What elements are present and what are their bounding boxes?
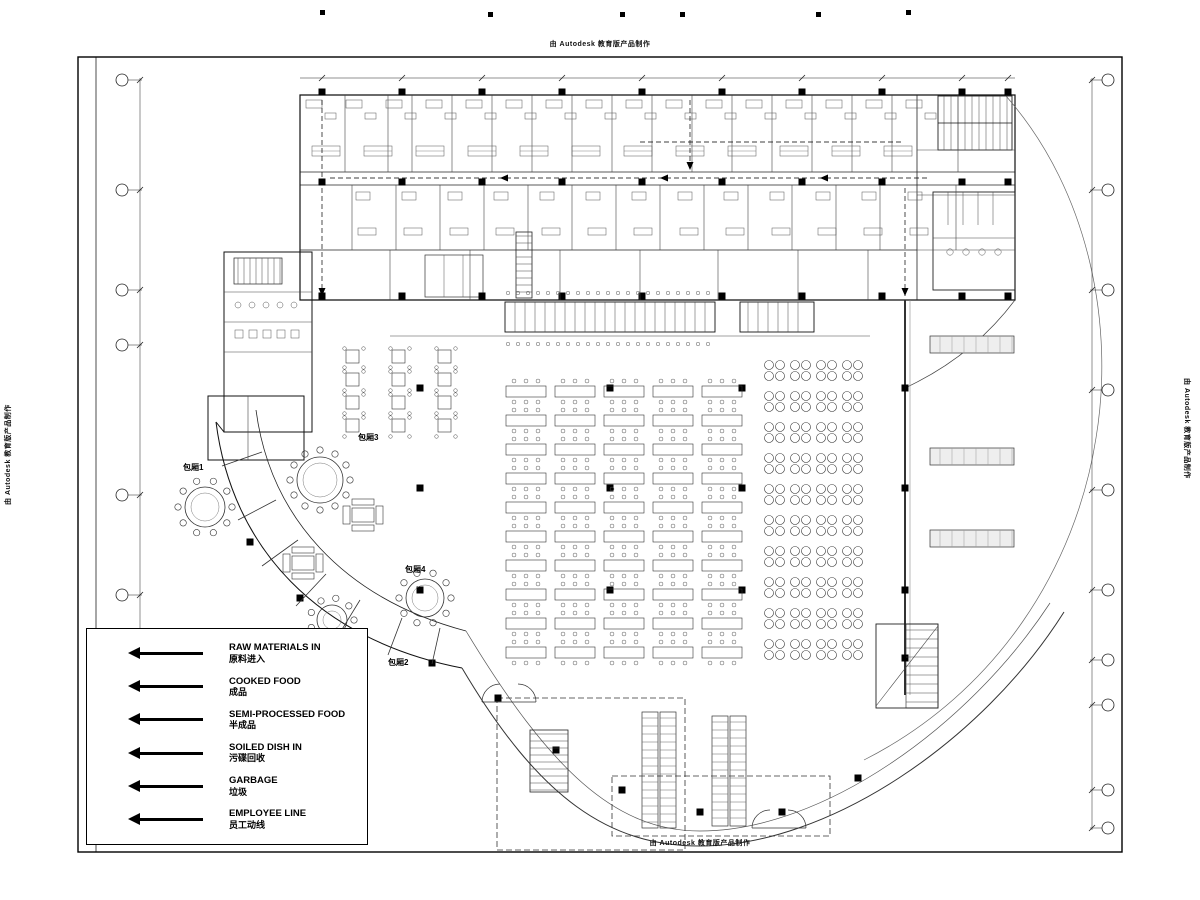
legend-label-en: SOILED DISH IN <box>229 741 302 753</box>
room-label-1: 包厢1 <box>183 463 204 472</box>
legend-label-zh: 污碟回收 <box>229 753 266 764</box>
bench-tables <box>929 335 1015 548</box>
legend-label-en: SEMI-PROCESSED FOOD <box>229 708 346 720</box>
restroom-fixtures <box>224 192 1015 353</box>
legend-label-zh: 员工动线 <box>229 819 266 830</box>
dashed-zone-boundaries <box>496 697 831 851</box>
legend-label-zh: 原料进入 <box>229 653 266 664</box>
stair-treads <box>237 96 1012 829</box>
private-room-tables <box>174 446 455 646</box>
private-room-arcs <box>215 409 467 669</box>
flow-arrow-icon <box>128 647 203 660</box>
autodesk-watermark-left: 由 Autodesk 教育版产品制作 <box>5 404 12 505</box>
legend-label-zh: 半成品 <box>229 720 257 731</box>
dining-tables-long <box>505 378 743 666</box>
legend-row-cooked-food: COOKED FOOD 成品 <box>87 676 367 698</box>
legend-row-soiled-dish: SOILED DISH IN 污碟回收 <box>87 742 367 764</box>
legend-label-zh: 成品 <box>229 687 248 698</box>
legend-row-garbage: GARBAGE 垃圾 <box>87 775 367 797</box>
flow-arrow-icon <box>128 713 203 726</box>
flow-arrow-icon <box>128 779 203 792</box>
legend-label-en: COOKED FOOD <box>229 675 301 687</box>
kitchen-block <box>299 94 1016 337</box>
kitchen-partitions <box>344 95 1015 300</box>
flow-arrow-icon <box>128 746 203 759</box>
top-dimension <box>300 10 1015 82</box>
flow-arrow-icon <box>128 680 203 693</box>
legend-row-employee-line: EMPLOYEE LINE 员工动线 <box>87 808 367 830</box>
dining-seats-round <box>764 360 863 660</box>
legend-row-semi-processed: SEMI-PROCESSED FOOD 半成品 <box>87 709 367 731</box>
dining-tables-square <box>342 346 458 439</box>
buffet-counter-ticks <box>505 290 799 347</box>
kitchen-equipment <box>305 99 937 236</box>
autodesk-watermark-right: 由 Autodesk 教育版产品制作 <box>1183 378 1190 479</box>
room-label-2: 包厢2 <box>388 658 409 667</box>
bottom-stairs <box>529 623 939 793</box>
entrance-doors <box>481 683 807 829</box>
legend-label-zh: 垃圾 <box>229 786 248 797</box>
flow-lines <box>318 100 930 296</box>
legend-label-en: RAW MATERIALS IN <box>229 642 321 654</box>
buffet-counter-outline <box>504 301 815 333</box>
room-label-3: 包厢3 <box>358 433 379 442</box>
sofa-clusters <box>282 498 384 580</box>
legend-label-en: GARBAGE <box>229 775 278 787</box>
room-label-4: 包厢4 <box>405 565 426 574</box>
legend-label-en: EMPLOYEE LINE <box>229 808 307 820</box>
flow-arrow-icon <box>128 812 203 825</box>
curtain-wall-arcs <box>461 95 1103 847</box>
autodesk-watermark-top: 由 Autodesk 教育版产品制作 <box>549 41 651 48</box>
flow-legend: RAW MATERIALS IN 原料进入 COOKED FOOD 成品 SEM… <box>86 628 368 845</box>
legend-row-raw-materials: RAW MATERIALS IN 原料进入 <box>87 642 367 664</box>
autodesk-watermark-bottom: 由 Autodesk 教育版产品制作 <box>649 840 751 847</box>
left-annex <box>207 251 313 461</box>
